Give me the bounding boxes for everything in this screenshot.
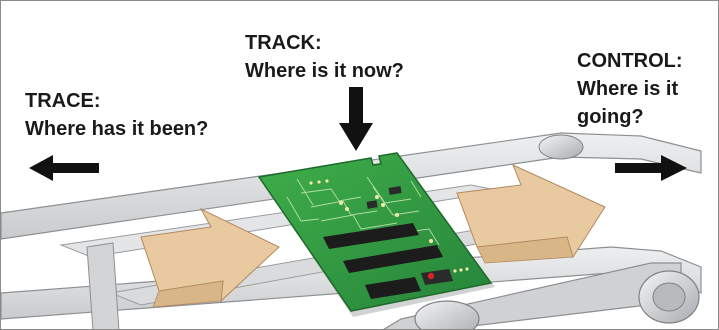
trace-title: TRACE: bbox=[25, 90, 101, 112]
memory-chip bbox=[365, 277, 421, 299]
memory-chip bbox=[323, 223, 419, 249]
small-component bbox=[366, 200, 378, 209]
conveyor-roller bbox=[414, 300, 480, 329]
track-label: TRACK: Where is it now? bbox=[245, 29, 404, 85]
track-question: Where is it now? bbox=[245, 60, 404, 82]
arrow-left-icon bbox=[29, 155, 99, 181]
track-title: TRACK: bbox=[245, 32, 322, 54]
control-question-line2: going? bbox=[577, 106, 644, 128]
conveyor-leg bbox=[86, 242, 120, 329]
memory-chip bbox=[343, 245, 443, 273]
trace-question: Where has it been? bbox=[25, 118, 209, 140]
control-title: CONTROL: bbox=[577, 50, 683, 72]
control-question-line1: Where is it bbox=[577, 78, 679, 100]
belt-arrow-right bbox=[456, 164, 606, 264]
arrow-right-icon bbox=[615, 155, 687, 181]
circuit-board bbox=[257, 152, 495, 317]
control-label: CONTROL: Where is it going? bbox=[577, 47, 683, 131]
trace-label: TRACE: Where has it been? bbox=[25, 87, 208, 143]
led-indicator bbox=[427, 272, 435, 280]
belt-arrows bbox=[140, 164, 606, 308]
pcb-chips bbox=[323, 186, 453, 299]
arrow-down-icon bbox=[339, 87, 373, 151]
controller-chip bbox=[421, 269, 453, 285]
small-component bbox=[388, 186, 402, 195]
conveyor-roller bbox=[538, 134, 584, 160]
belt-arrow-left bbox=[140, 207, 280, 308]
